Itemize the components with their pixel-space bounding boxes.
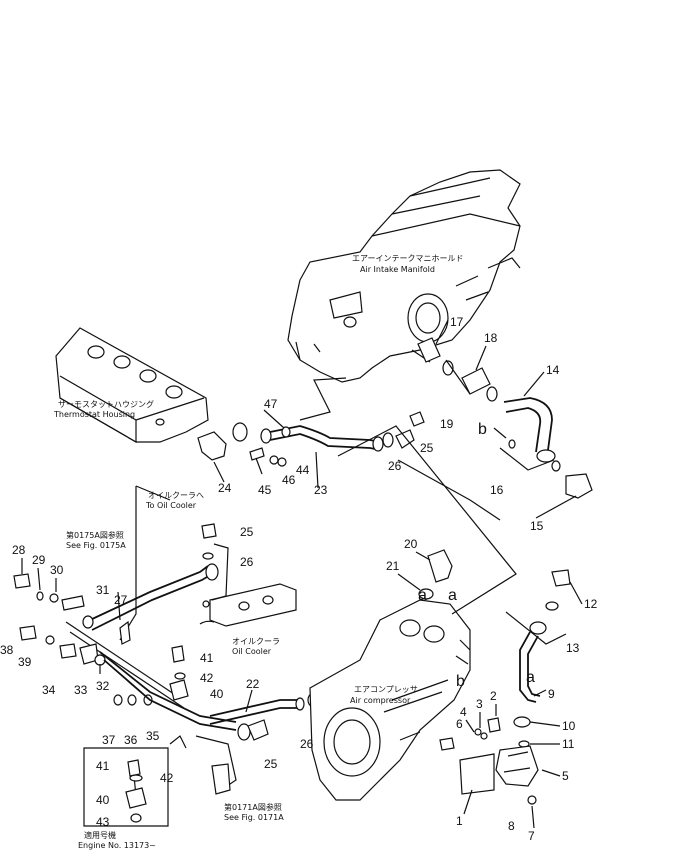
part-label-8: 8 (508, 819, 515, 833)
part-label-10: 10 (562, 719, 576, 733)
air-intake-label-en: Air Intake Manifold (360, 265, 435, 274)
arrow-b-top (493, 427, 507, 439)
part-label-25-mid: 25 (240, 525, 254, 539)
part-label-6: 6 (456, 717, 463, 731)
part-label-47: 47 (264, 397, 278, 411)
part-label-22: 22 (246, 677, 260, 691)
oil-cooler-en: Oil Cooler (232, 647, 272, 656)
part-label-40-inset: 40 (96, 793, 110, 807)
fig175-jp: 第0175A図参照 (66, 530, 124, 540)
part-label-44: 44 (296, 463, 310, 477)
part-label-12: 12 (584, 597, 598, 611)
part-label-31: 31 (96, 583, 110, 597)
letter-b-top: b (478, 421, 487, 438)
compressor-jp: エアコンプレッサ (354, 685, 418, 694)
part-label-11: 11 (562, 737, 575, 751)
part-label-5: 5 (562, 769, 569, 783)
part-label-24: 24 (218, 481, 232, 495)
oil-cooler-line (82, 485, 297, 645)
fig171-en: See Fig. 0171A (224, 813, 284, 822)
to-oil-cooler-jp: オイルクーラへ (148, 491, 204, 500)
right-pipe-assembly (439, 569, 571, 805)
letter-b-mid: b (456, 673, 465, 690)
thermostat-label-jp: サーモスタットハウジング (58, 399, 154, 409)
part-label-35: 35 (146, 729, 160, 743)
part-label-43-inset: 43 (96, 815, 110, 829)
engine-no-label: Engine No. 13173~ (78, 841, 156, 850)
lower-pipe-assembly (99, 645, 317, 795)
part-label-25-lower: 25 (264, 757, 278, 771)
thermostat-housing (55, 327, 209, 444)
part-label-15: 15 (530, 519, 544, 533)
to-oil-cooler-en: To Oil Cooler (145, 501, 197, 510)
part-label-9: 9 (548, 687, 555, 701)
callout-leaders (21, 319, 583, 829)
part-label-21: 21 (386, 559, 400, 573)
part-label-36: 36 (124, 733, 138, 747)
part-label-38: 38 (0, 643, 14, 657)
part-label-17: 17 (450, 315, 464, 329)
part-label-26-upper: 26 (388, 459, 402, 473)
part-label-1: 1 (456, 814, 463, 828)
part-label-13: 13 (566, 641, 580, 655)
part-label-26-lower: 26 (300, 737, 314, 751)
oil-cooler-jp: オイルクーラ (232, 637, 280, 646)
part-label-29: 29 (32, 553, 46, 567)
left-bracket-cluster (13, 573, 185, 709)
air-intake-label-jp: エアーインテークマニホールド (352, 254, 464, 263)
inset-box (83, 747, 169, 827)
air-intake-manifold (287, 169, 521, 383)
part-label-32: 32 (96, 679, 110, 693)
part-label-3: 3 (476, 697, 483, 711)
part-label-19: 19 (440, 417, 454, 431)
part-label-41: 41 (200, 651, 214, 665)
part-label-23: 23 (314, 483, 328, 497)
part-label-4: 4 (460, 705, 467, 719)
part-label-14: 14 (546, 363, 560, 377)
part-label-40: 40 (210, 687, 224, 701)
part-label-45: 45 (258, 483, 272, 497)
part-label-2: 2 (490, 689, 497, 703)
compressor-en: Air compressor (350, 696, 411, 705)
part-label-37: 37 (102, 733, 116, 747)
fig175-en: See Fig. 0175A (66, 541, 126, 550)
letter-a-right: a (526, 669, 535, 686)
part-label-28: 28 (12, 543, 26, 557)
part-label-27: 27 (114, 593, 128, 607)
part-callouts: 1 2 3 4 5 6 7 8 9 10 11 12 13 14 15 16 1… (0, 315, 598, 843)
letter-a-compressor: a (418, 587, 427, 604)
part-label-26-mid: 26 (240, 555, 254, 569)
elbow-assembly (417, 337, 593, 499)
part-label-16: 16 (490, 483, 504, 497)
part-label-46: 46 (282, 473, 296, 487)
applicable-label-jp: 適用号機 (84, 830, 116, 840)
part-label-25-upper: 25 (420, 441, 434, 455)
fig171-jp: 第0171A図参照 (224, 802, 282, 812)
part-label-42-inset: 42 (160, 771, 174, 785)
letter-a-mid: a (448, 587, 457, 604)
air-compressor (309, 425, 517, 801)
part-label-18: 18 (484, 331, 498, 345)
part-label-30: 30 (50, 563, 64, 577)
thermostat-label-en: Thermostat Housing (53, 410, 135, 419)
upper-pipe-assembly (197, 377, 425, 475)
part-label-7: 7 (528, 829, 535, 843)
part-label-39: 39 (18, 655, 32, 669)
part-label-34: 34 (42, 683, 56, 697)
part-label-42: 42 (200, 671, 214, 685)
part-label-33: 33 (74, 683, 88, 697)
part-label-20: 20 (404, 537, 418, 551)
part-label-41-inset: 41 (96, 759, 110, 773)
